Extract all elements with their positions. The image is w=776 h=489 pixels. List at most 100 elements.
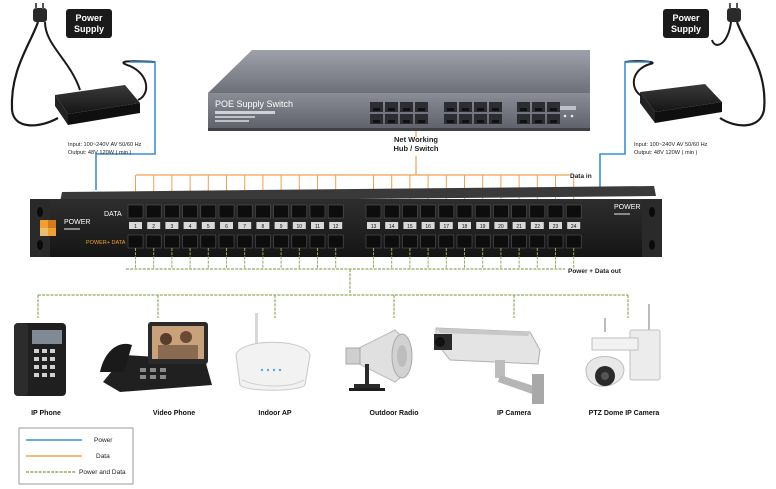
power-supply-label-line2: Supply xyxy=(74,24,104,34)
power-supply-right-label-line1: Power xyxy=(672,13,700,23)
switch-port xyxy=(474,114,487,124)
switch-port xyxy=(474,102,487,112)
panel-port-power-data-out xyxy=(365,234,382,249)
port-number-plate xyxy=(530,222,544,229)
panel-port-power-data-out xyxy=(145,234,162,249)
panel-port-data-in xyxy=(255,204,271,219)
legend-label-power: Power xyxy=(94,437,113,444)
port-number-plate xyxy=(421,222,435,229)
switch-port xyxy=(400,102,413,112)
switch-port-latch xyxy=(418,108,425,111)
panel-port-data-in xyxy=(291,204,308,219)
switch-port-latch xyxy=(520,120,527,123)
panel-power-data-label: POWER+ DATA xyxy=(86,240,126,246)
port-number: 17 xyxy=(444,224,450,230)
switch-port xyxy=(415,102,428,112)
device-label-video-phone: Video Phone xyxy=(153,410,195,417)
panel-port-data-in xyxy=(547,204,564,219)
panel-port-data-in xyxy=(164,204,180,219)
poe-supply-switch: POE Supply Switch Net Working Hub / Swit… xyxy=(208,50,590,153)
panel-port-data-in xyxy=(218,204,235,219)
port-number-plate xyxy=(476,222,490,229)
wall-plug-icon xyxy=(727,3,741,22)
port-number: 3 xyxy=(171,224,174,230)
switch-port xyxy=(444,114,457,124)
port-number-plate xyxy=(329,222,343,229)
switch-port-latch xyxy=(403,108,410,111)
port-number-plate xyxy=(567,222,581,229)
switch-port xyxy=(444,102,457,112)
power-supply-badge-left xyxy=(66,9,112,38)
port-number: 5 xyxy=(207,224,210,230)
port-number: 24 xyxy=(571,224,577,230)
switch-caption-line2: Hub / Switch xyxy=(394,144,439,153)
port-number: 7 xyxy=(243,224,246,230)
port-number-plate xyxy=(165,222,179,229)
port-number-plate xyxy=(494,222,508,229)
panel-port-power-data-out xyxy=(255,234,271,249)
power-supply-right-label-line2: Supply xyxy=(671,24,701,34)
port-number: 15 xyxy=(407,224,413,230)
switch-port xyxy=(459,114,472,124)
panel-port-power-data-out xyxy=(182,234,198,249)
port-number: 20 xyxy=(498,224,504,230)
panel-port-power-data-out xyxy=(438,234,455,249)
switch-port-latch xyxy=(447,120,454,123)
power-data-out-label: Power + Data out xyxy=(568,268,622,275)
switch-port xyxy=(385,114,398,124)
port-number: 13 xyxy=(371,224,377,230)
right-output-spec: Output: 48V 120W ( min ) xyxy=(634,150,698,156)
panel-port-data-in xyxy=(438,204,455,219)
port-number: 22 xyxy=(535,224,541,230)
switch-port-latch xyxy=(535,120,542,123)
brand-logo-icon xyxy=(40,220,56,236)
indoor-ap-icon xyxy=(235,313,311,391)
switch-port-block xyxy=(370,102,560,124)
panel-port-data-in xyxy=(273,204,289,219)
left-input-spec: Input: 100~240V AV 50/60 Hz xyxy=(68,142,142,148)
switch-top xyxy=(208,50,590,93)
port-number-plate xyxy=(367,222,380,229)
switch-port-latch xyxy=(388,120,395,123)
port-number-plate xyxy=(458,222,471,229)
panel-port-data-in xyxy=(127,204,144,219)
panel-port-power-data-out xyxy=(420,234,436,249)
panel-port-power-data-out xyxy=(565,234,582,249)
panel-right-power-label: POWER xyxy=(614,204,640,211)
device-label-ptz-dome-camera: PTZ Dome IP Camera xyxy=(589,410,660,417)
ptz-dome-camera-icon xyxy=(585,304,661,387)
panel-port-power-data-out xyxy=(309,234,326,249)
panel-port-data-in xyxy=(420,204,436,219)
switch-port-latch xyxy=(477,120,484,123)
port-number-plate xyxy=(512,222,526,229)
switch-port xyxy=(532,114,545,124)
port-number: 9 xyxy=(280,224,283,230)
panel-port-data-in xyxy=(565,204,582,219)
panel-port-data-in xyxy=(309,204,326,219)
left-power-supply: Power Supply Input: 100~240V AV 50/60 Hz… xyxy=(10,3,156,190)
legend-label-power-and-data: Power and Data xyxy=(79,469,126,476)
port-number-plate xyxy=(439,222,453,229)
switch-port xyxy=(459,102,472,112)
panel-port-data-in xyxy=(182,204,198,219)
outdoor-radio-icon xyxy=(345,329,413,391)
panel-port-power-data-out xyxy=(493,234,509,249)
switch-port xyxy=(400,114,413,124)
panel-port-power-data-out xyxy=(327,234,344,249)
switch-port-latch xyxy=(492,108,499,111)
wall-plug-icon xyxy=(33,3,47,22)
port-number-plate xyxy=(183,222,197,229)
port-number: 8 xyxy=(262,224,265,230)
panel-data-label: DATA xyxy=(104,211,122,218)
switch-port-latch xyxy=(550,120,557,123)
device-label-indoor-ap: Indoor AP xyxy=(258,410,292,417)
device-label-ip-phone: IP Phone xyxy=(31,410,61,417)
port-number: 21 xyxy=(516,224,522,230)
panel-port-data-in xyxy=(493,204,509,219)
port-number: 19 xyxy=(480,224,486,230)
port-number-plate xyxy=(385,222,399,229)
panel-port-data-in xyxy=(511,204,527,219)
